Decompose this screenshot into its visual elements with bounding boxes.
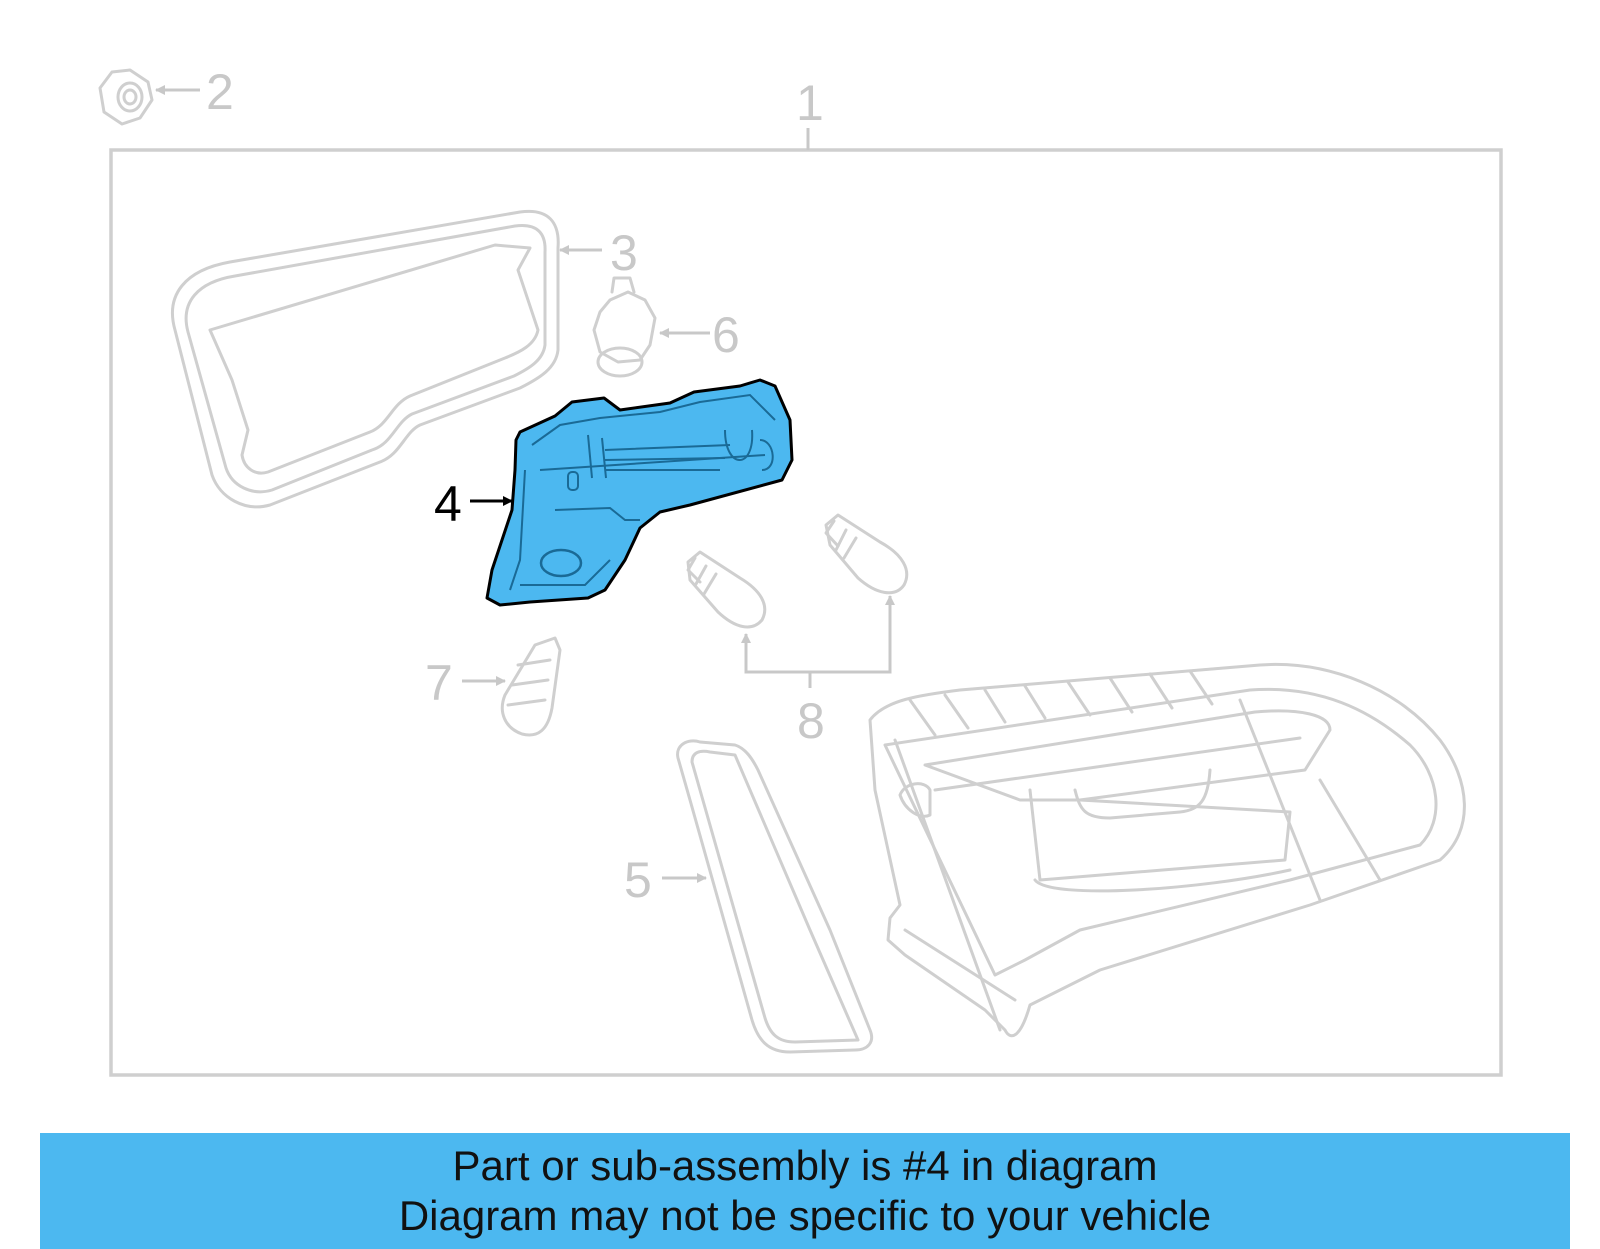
part-8-bulb-right[interactable]	[824, 513, 909, 595]
callout-7: 7	[425, 655, 453, 711]
banner-line-1: Part or sub-assembly is #4 in diagram	[452, 1142, 1158, 1189]
callout-1: 1	[796, 75, 824, 131]
callout-8: 8	[797, 693, 825, 749]
callout-8-leader	[741, 633, 812, 688]
callout-4: 4	[434, 476, 462, 532]
banner-line-2: Diagram may not be specific to your vehi…	[398, 1192, 1212, 1239]
callout-8-leader-right	[810, 595, 895, 674]
part-7-bulb[interactable]	[500, 636, 562, 737]
part-4-lamp-housing[interactable]	[485, 378, 794, 607]
callout-6: 6	[712, 307, 740, 363]
info-banner: Part or sub-assembly is #4 in diagram Di…	[40, 1133, 1570, 1249]
callout-5: 5	[624, 852, 652, 908]
part-2-clip-nut[interactable]	[98, 68, 154, 126]
part-8-bulb-left[interactable]	[686, 550, 767, 629]
part-3-lamp-bezel[interactable]	[170, 209, 560, 509]
callout-3: 3	[610, 225, 638, 281]
part-1-combination-lamp[interactable]	[868, 662, 1466, 1038]
part-5-reflector[interactable]	[676, 739, 874, 1054]
callout-2: 2	[206, 64, 234, 120]
part-6-socket[interactable]	[592, 276, 657, 378]
assembly-frame	[109, 148, 1503, 1077]
